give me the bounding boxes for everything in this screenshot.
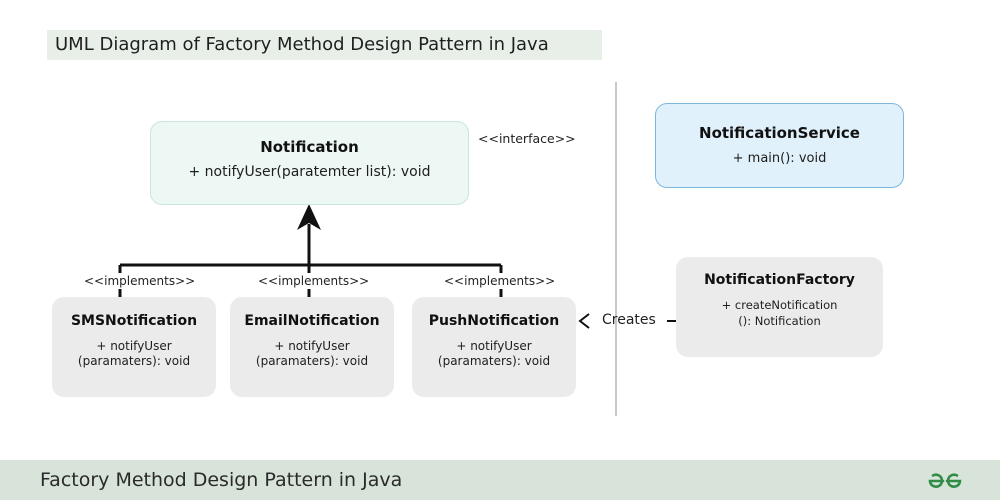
class-method-line1: + notifyUser [274, 339, 350, 353]
notification-factory-box: NotificationFactory + createNotification… [676, 257, 883, 357]
service-method: + main(): void [732, 151, 827, 166]
creates-label: Creates [602, 312, 656, 328]
email-implements-label: <<implements>> [258, 274, 370, 288]
sms-implements-label: <<implements>> [84, 274, 196, 288]
gfg-logo-icon [928, 473, 962, 488]
class-method-line2: (paramaters): void [437, 354, 551, 368]
class-method-line1: + notifyUser [456, 339, 532, 353]
class-method-line2: (paramaters): void [255, 354, 369, 368]
footer-title: Factory Method Design Pattern in Java [40, 469, 403, 491]
push-implements-label: <<implements>> [444, 274, 556, 288]
factory-method-line1: + createNotification [721, 298, 838, 312]
class-name: SMSNotification [70, 313, 198, 329]
notification-service-box: NotificationService + main(): void [655, 103, 904, 188]
class-method-line1: + notifyUser [96, 339, 172, 353]
class-method-line2: (paramaters): void [77, 354, 191, 368]
email-notification-box: EmailNotification + notifyUser (paramate… [230, 297, 394, 397]
section-divider [615, 82, 617, 416]
interface-name: Notification [260, 138, 359, 156]
push-notification-box: PushNotification + notifyUser (paramater… [412, 297, 576, 397]
interface-method: + notifyUser(paratemter list): void [188, 164, 431, 180]
interface-stereotype: <<interface>> [478, 131, 576, 146]
creates-arrowhead [578, 313, 590, 329]
class-name: EmailNotification [244, 313, 380, 329]
notification-interface-box: Notification + notifyUser(paratemter lis… [150, 121, 469, 205]
inheritance-arrowhead [297, 204, 321, 230]
sms-notification-box: SMSNotification + notifyUser (paramaters… [52, 297, 216, 397]
factory-method-line2: (): Notification [738, 314, 821, 328]
class-name: PushNotification [428, 313, 560, 329]
footer-bar: Factory Method Design Pattern in Java [0, 460, 1000, 500]
diagram-title: UML Diagram of Factory Method Design Pat… [55, 34, 549, 55]
title-band [47, 30, 602, 60]
service-name: NotificationService [699, 124, 860, 142]
factory-name: NotificationFactory [704, 272, 855, 288]
